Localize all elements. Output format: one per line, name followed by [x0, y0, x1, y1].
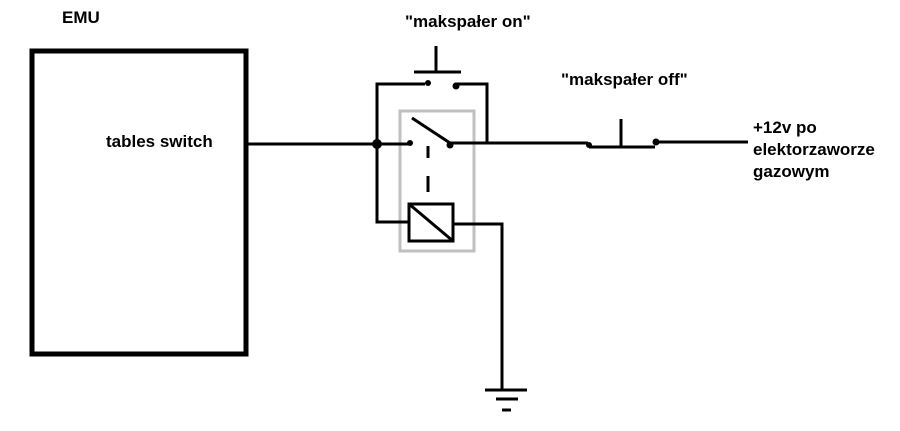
makspaler-on-label: "makspałer on" [405, 12, 531, 31]
supply-label-line-1: +12v po [753, 118, 817, 137]
emu-label: EMU [62, 8, 100, 27]
relay-coil-diagonal [408, 202, 454, 243]
emu-box [29, 48, 249, 357]
on-button-contact-left [425, 80, 431, 86]
supply-label-line-2: elektorzaworze [753, 140, 875, 159]
wire-to-on-button-left [375, 82, 425, 144]
supply-label-line-3: gazowym [753, 162, 830, 181]
relay-frame [398, 109, 476, 253]
wire-coil-to-ground [453, 222, 504, 390]
tables-switch-label: tables switch [106, 132, 213, 151]
wire-from-on-button-right [455, 82, 489, 144]
relay-contact-left [407, 140, 413, 146]
on-button-contact-right [452, 82, 460, 90]
wire-junction-to-coil [375, 144, 409, 224]
relay-switch-arm [411, 116, 451, 145]
makspaler-off-label: "makspałer off" [561, 70, 688, 89]
